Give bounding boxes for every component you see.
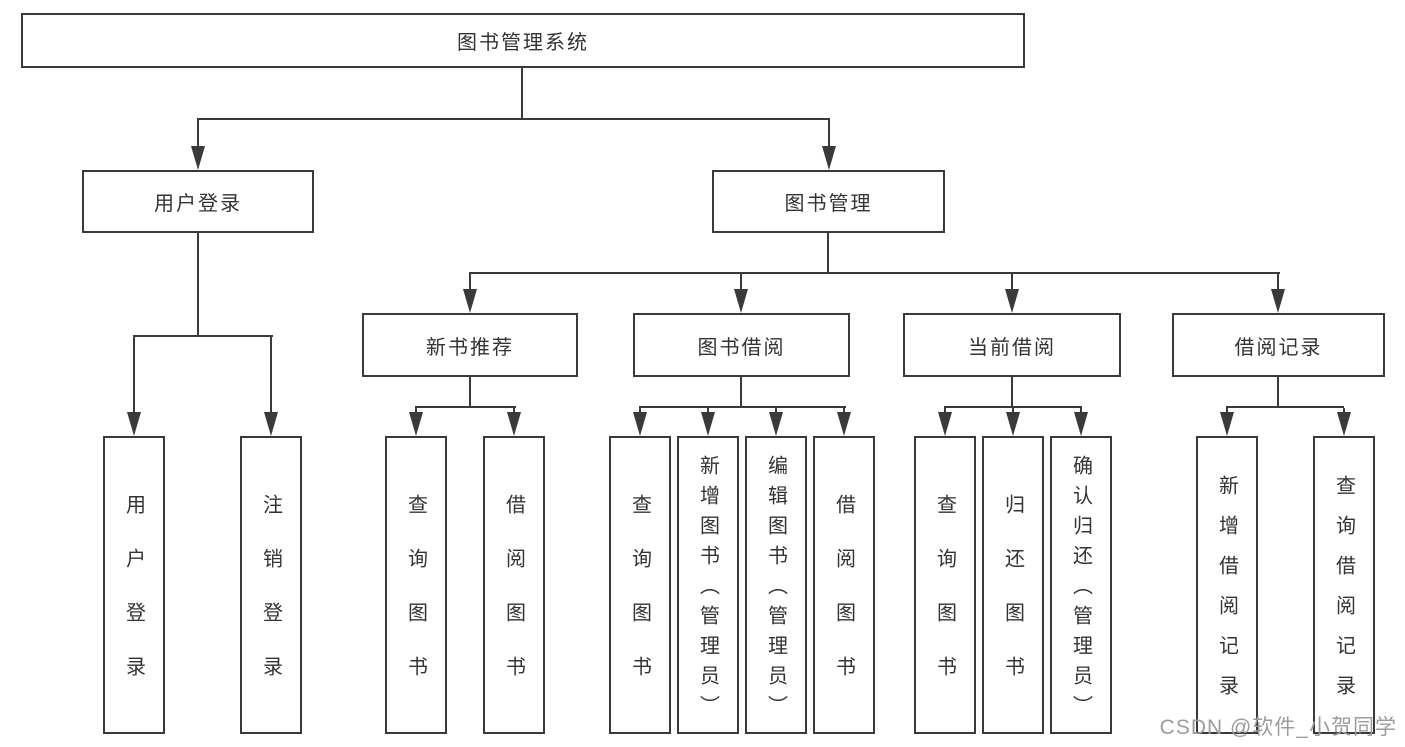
arrow-down-icon — [938, 412, 952, 436]
arrow-down-icon — [1074, 412, 1088, 436]
node-user-login: 用户登录 — [82, 170, 314, 233]
arrow-down-icon — [1337, 412, 1351, 436]
leaf-bb-add-books-admin: 新增图书（管理员） — [677, 436, 739, 734]
connector-root-stem — [521, 68, 523, 119]
leaf-br-query-record: 查询借阅记录 — [1313, 436, 1375, 734]
arrow-down-icon — [264, 412, 278, 436]
arrow-down-icon — [822, 146, 836, 170]
arrow-down-icon — [463, 289, 477, 313]
leaf-logout: 注销登录 — [240, 436, 302, 734]
arrow-down-icon — [1271, 289, 1285, 313]
connector-book-mgmt-drop — [828, 120, 830, 148]
arrow-down-icon — [769, 412, 783, 436]
arrow-down-icon — [1006, 412, 1020, 436]
connector-level3-bar — [469, 272, 1280, 274]
connector-cb-stem — [1011, 377, 1013, 408]
leaf-bb-query-books: 查询图书 — [609, 436, 671, 734]
arrow-down-icon — [1005, 289, 1019, 313]
connector-module-drop — [1277, 274, 1279, 291]
connector-cb-bar — [944, 406, 1082, 408]
connector-module-drop — [740, 274, 742, 291]
leaf-br-add-record: 新增借阅记录 — [1196, 436, 1258, 734]
leaf-cb-confirm-return-admin: 确认归还（管理员） — [1050, 436, 1112, 734]
connector-nb-bar — [415, 406, 516, 408]
connector-module-drop — [469, 274, 471, 291]
arrow-down-icon — [701, 412, 715, 436]
arrow-down-icon — [409, 412, 423, 436]
node-new-book-recommendation: 新书推荐 — [362, 313, 578, 377]
leaf-cb-query-books: 查询图书 — [914, 436, 976, 734]
leaf-nb-borrow-books: 借阅图书 — [483, 436, 545, 734]
arrow-down-icon — [633, 412, 647, 436]
connector-bb-stem — [740, 377, 742, 408]
connector-user-login-stem — [197, 233, 199, 337]
arrow-down-icon — [837, 412, 851, 436]
node-borrowing-records: 借阅记录 — [1172, 313, 1385, 377]
node-current-borrowing: 当前借阅 — [903, 313, 1121, 377]
leaf-bb-edit-books-admin: 编辑图书（管理员） — [745, 436, 807, 734]
node-book-borrowing: 图书借阅 — [633, 313, 850, 377]
connector-module-drop — [1011, 274, 1013, 291]
node-library-system: 图书管理系统 — [21, 13, 1025, 68]
connector-user-login-bar — [133, 335, 273, 337]
leaf-user-login: 用户登录 — [103, 436, 165, 734]
arrow-down-icon — [507, 412, 521, 436]
leaf-bb-borrow-books: 借阅图书 — [813, 436, 875, 734]
connector-leaf-drop — [270, 337, 272, 414]
arrow-down-icon — [1220, 412, 1234, 436]
connector-user-login-drop — [197, 120, 199, 148]
leaf-cb-return-books: 归还图书 — [982, 436, 1044, 734]
connector-br-stem — [1277, 377, 1279, 408]
connector-bb-bar — [639, 406, 846, 408]
arrow-down-icon — [191, 146, 205, 170]
csdn-watermark: CSDN @软件_小贺同学 — [1159, 716, 1397, 739]
arrow-down-icon — [734, 289, 748, 313]
connector-leaf-drop — [133, 337, 135, 414]
connector-level2-bar — [197, 118, 830, 120]
node-book-management: 图书管理 — [712, 170, 945, 233]
arrow-down-icon — [127, 412, 141, 436]
connector-br-bar — [1226, 406, 1344, 408]
leaf-nb-query-books: 查询图书 — [385, 436, 447, 734]
connector-book-mgmt-stem — [827, 233, 829, 274]
connector-nb-stem — [469, 377, 471, 408]
